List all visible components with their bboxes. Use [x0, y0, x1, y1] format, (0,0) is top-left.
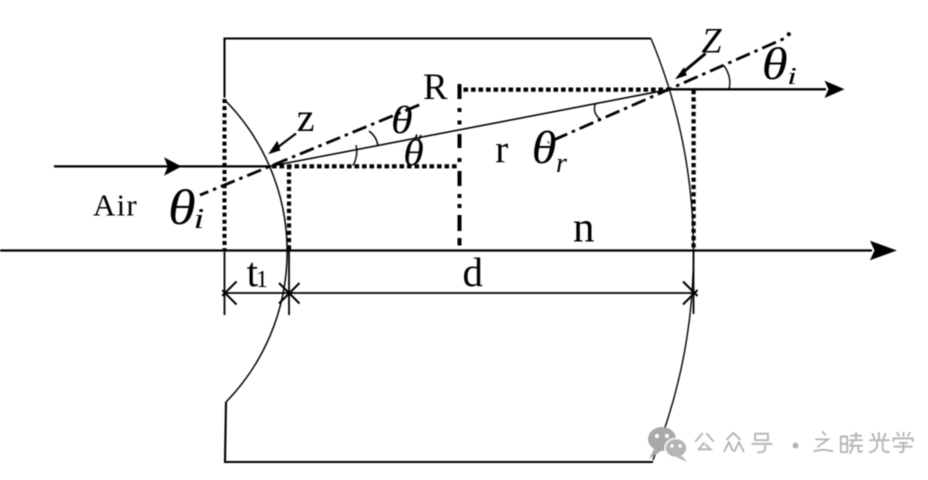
svg-text:Air: Air — [93, 187, 138, 222]
svg-text:d: d — [463, 249, 484, 295]
svg-text:R: R — [423, 67, 448, 108]
svg-text:θ: θ — [403, 132, 424, 173]
svg-text:i: i — [194, 204, 205, 234]
svg-text:Z: Z — [702, 21, 723, 61]
svg-text:i: i — [787, 63, 797, 90]
svg-text:θ: θ — [168, 179, 196, 235]
svg-text:θ: θ — [391, 99, 413, 142]
svg-text:r: r — [495, 128, 508, 171]
svg-text:θ: θ — [762, 38, 788, 89]
svg-text:θ: θ — [532, 121, 557, 174]
svg-text:t: t — [247, 249, 259, 295]
svg-text:z: z — [297, 95, 315, 140]
svg-text:r: r — [556, 148, 567, 179]
svg-text:1: 1 — [256, 267, 268, 293]
svg-text:n: n — [573, 205, 595, 252]
